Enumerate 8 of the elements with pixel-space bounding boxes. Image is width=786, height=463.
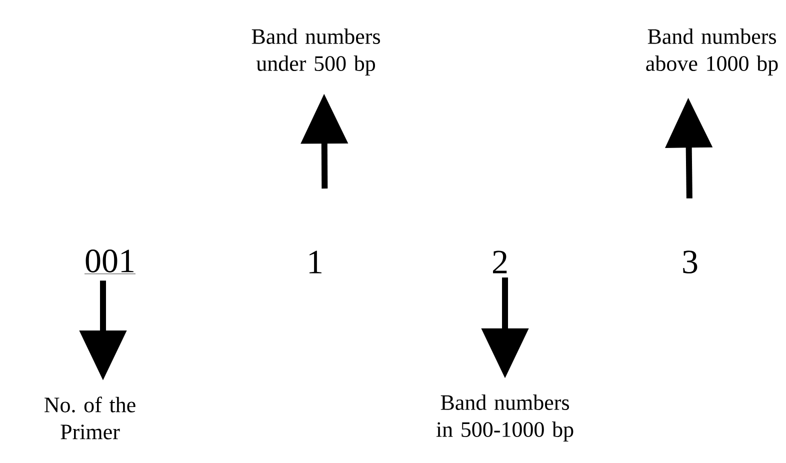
band-label: Band numbers under 500 bp (252, 28, 380, 76)
band-label: Band numbers in 500-1000 bp (436, 394, 574, 442)
band-position-number: 3 (683, 250, 698, 274)
band-position-number: 1 (310, 250, 322, 274)
band-label: No. of the Primer (44, 396, 136, 440)
band-position-number: 2 (493, 250, 507, 274)
band-label: Band numbers above 1000 bp (646, 28, 778, 76)
primer-number: 001 (84, 250, 136, 274)
